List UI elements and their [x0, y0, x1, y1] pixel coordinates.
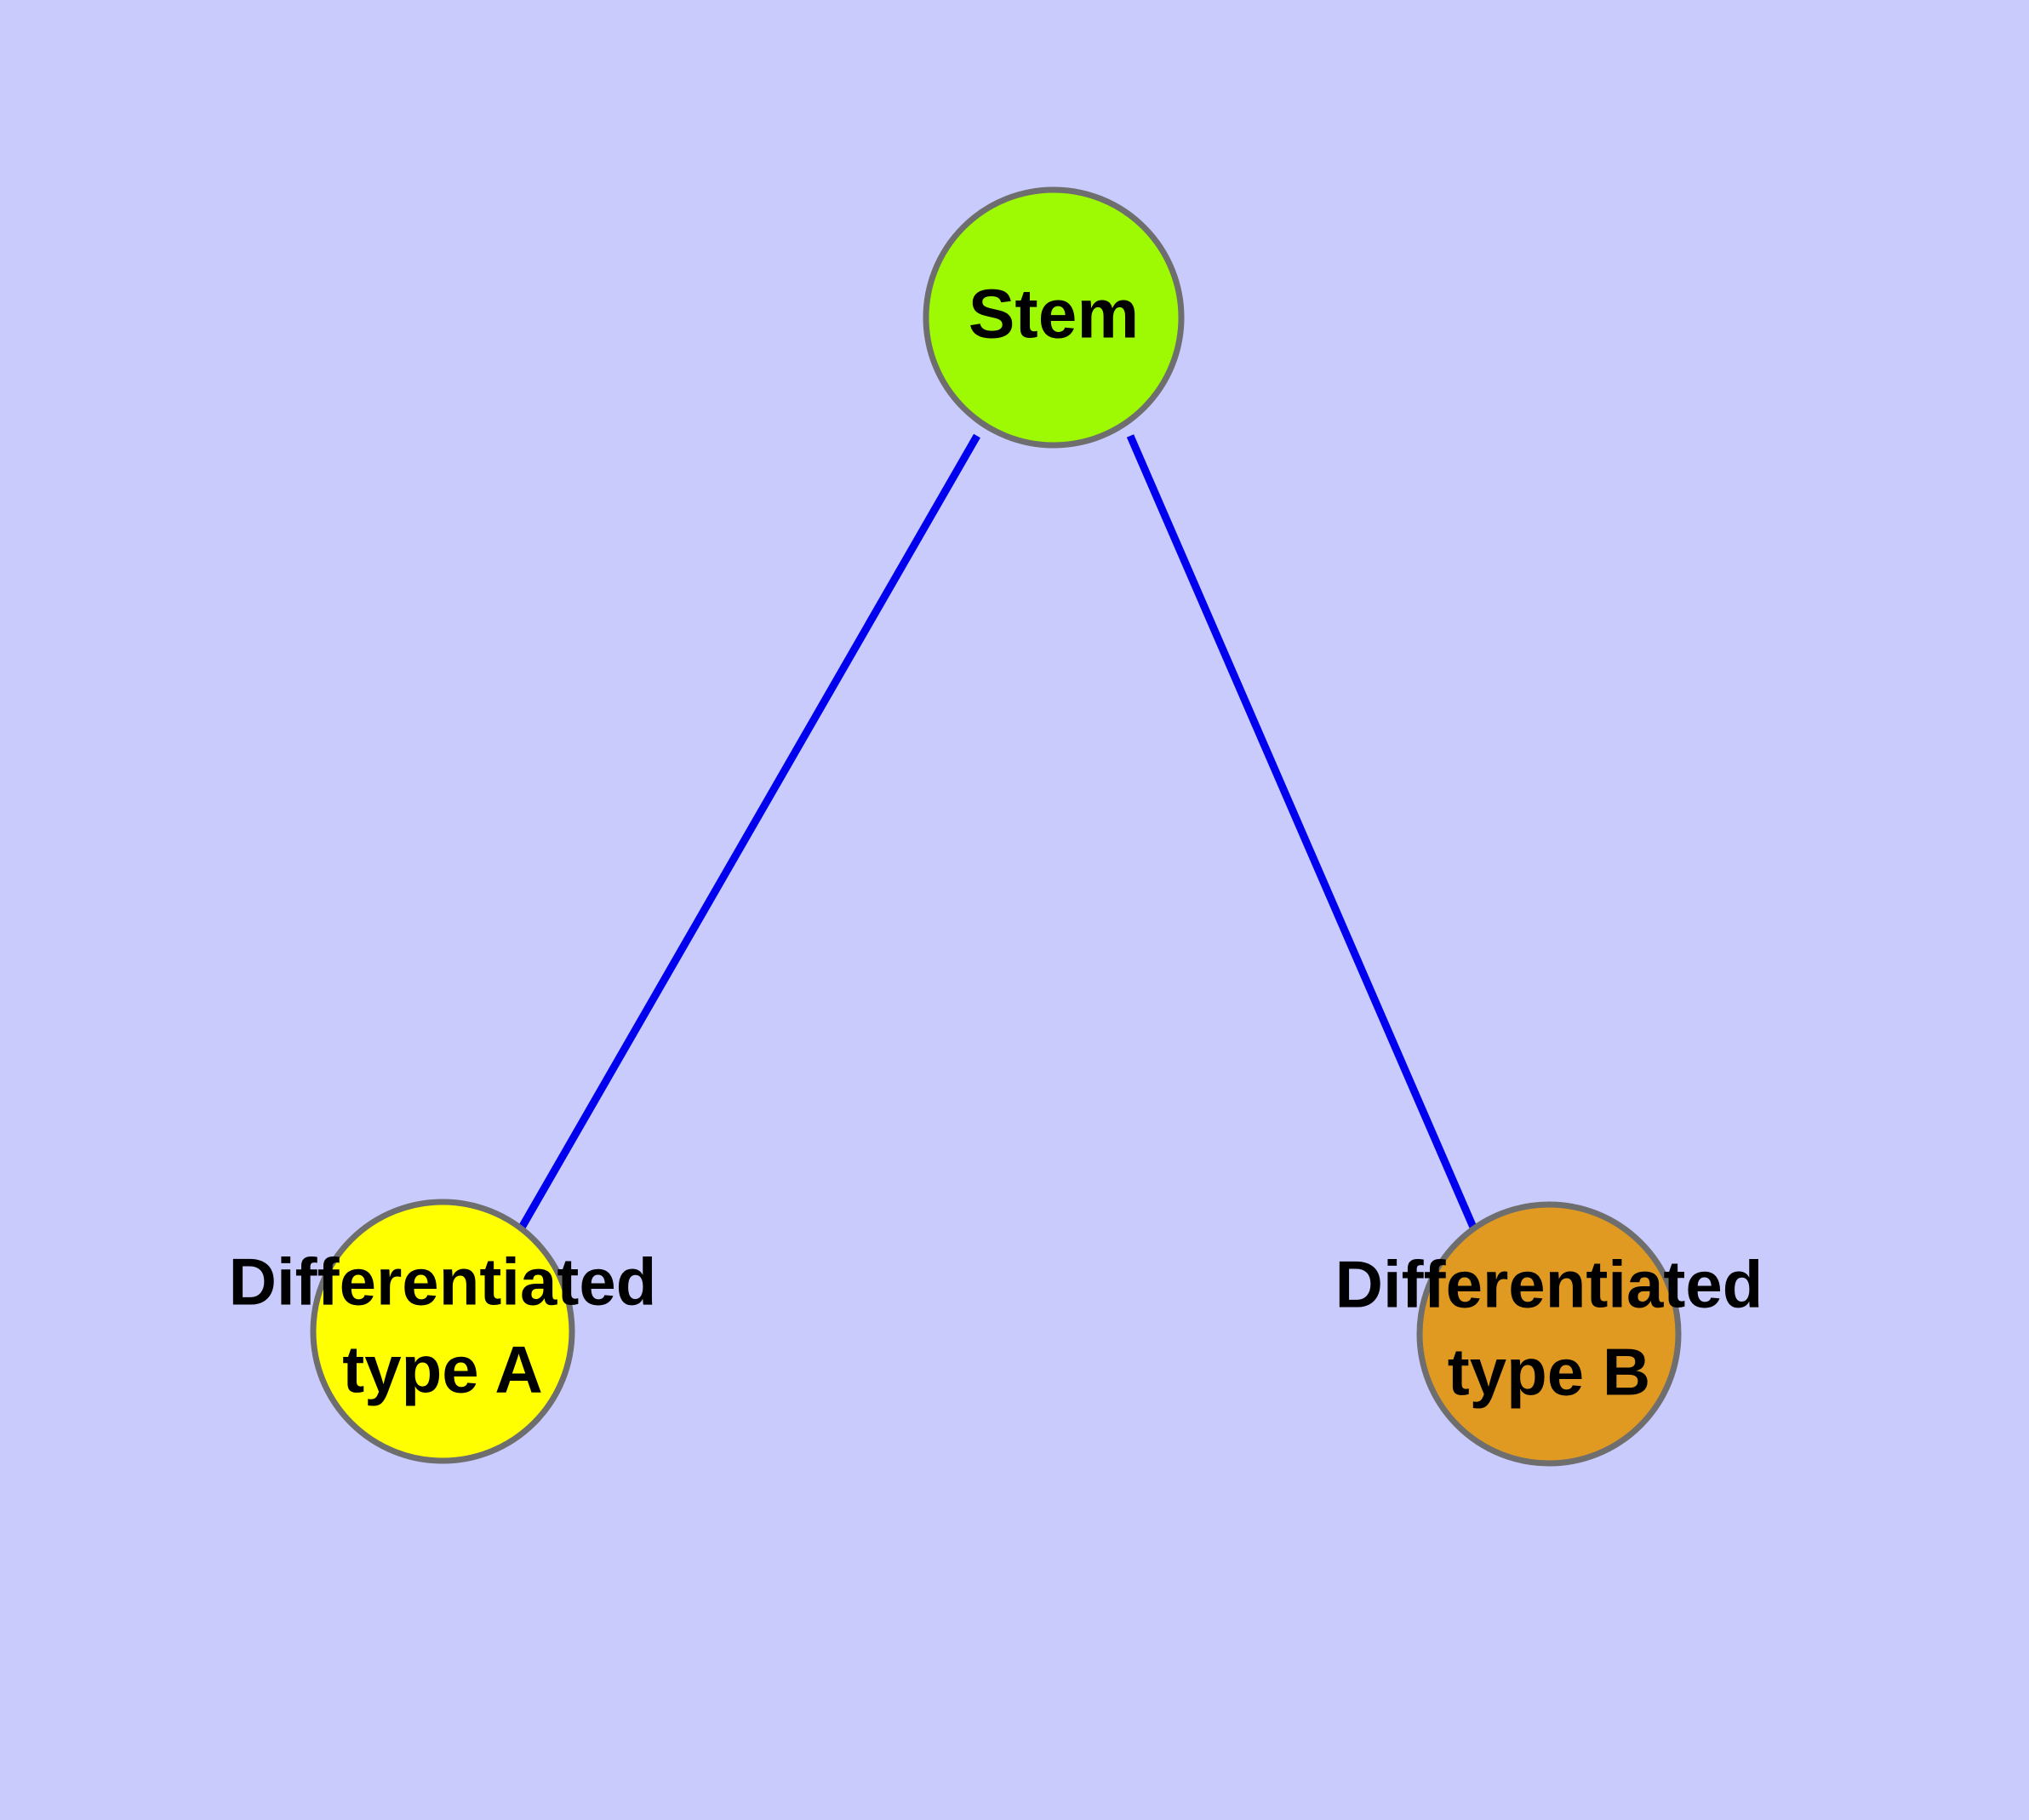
- edge-stem-to-diff-b[interactable]: [1126, 434, 1478, 1231]
- nodes-group: [310, 186, 1682, 1467]
- node-label-differentiated-type-a-line2: type A: [342, 1332, 543, 1407]
- node-label-differentiated-type-b-line1: Differentiated: [1335, 1247, 1763, 1322]
- labels-group: Stem Differentiated type A Differentiate…: [229, 276, 1763, 1410]
- edge-stem-to-diff-a[interactable]: [518, 433, 980, 1230]
- node-label-differentiated-type-b-line2: type B: [1448, 1335, 1650, 1410]
- node-stem[interactable]: [923, 186, 1185, 449]
- edges-group: [518, 433, 1478, 1231]
- node-label-differentiated-type-a-line1: Differentiated: [229, 1245, 657, 1319]
- node-label-stem: Stem: [969, 276, 1140, 353]
- node-differentiated-type-b[interactable]: [1416, 1201, 1682, 1467]
- node-differentiated-type-a[interactable]: [310, 1199, 575, 1464]
